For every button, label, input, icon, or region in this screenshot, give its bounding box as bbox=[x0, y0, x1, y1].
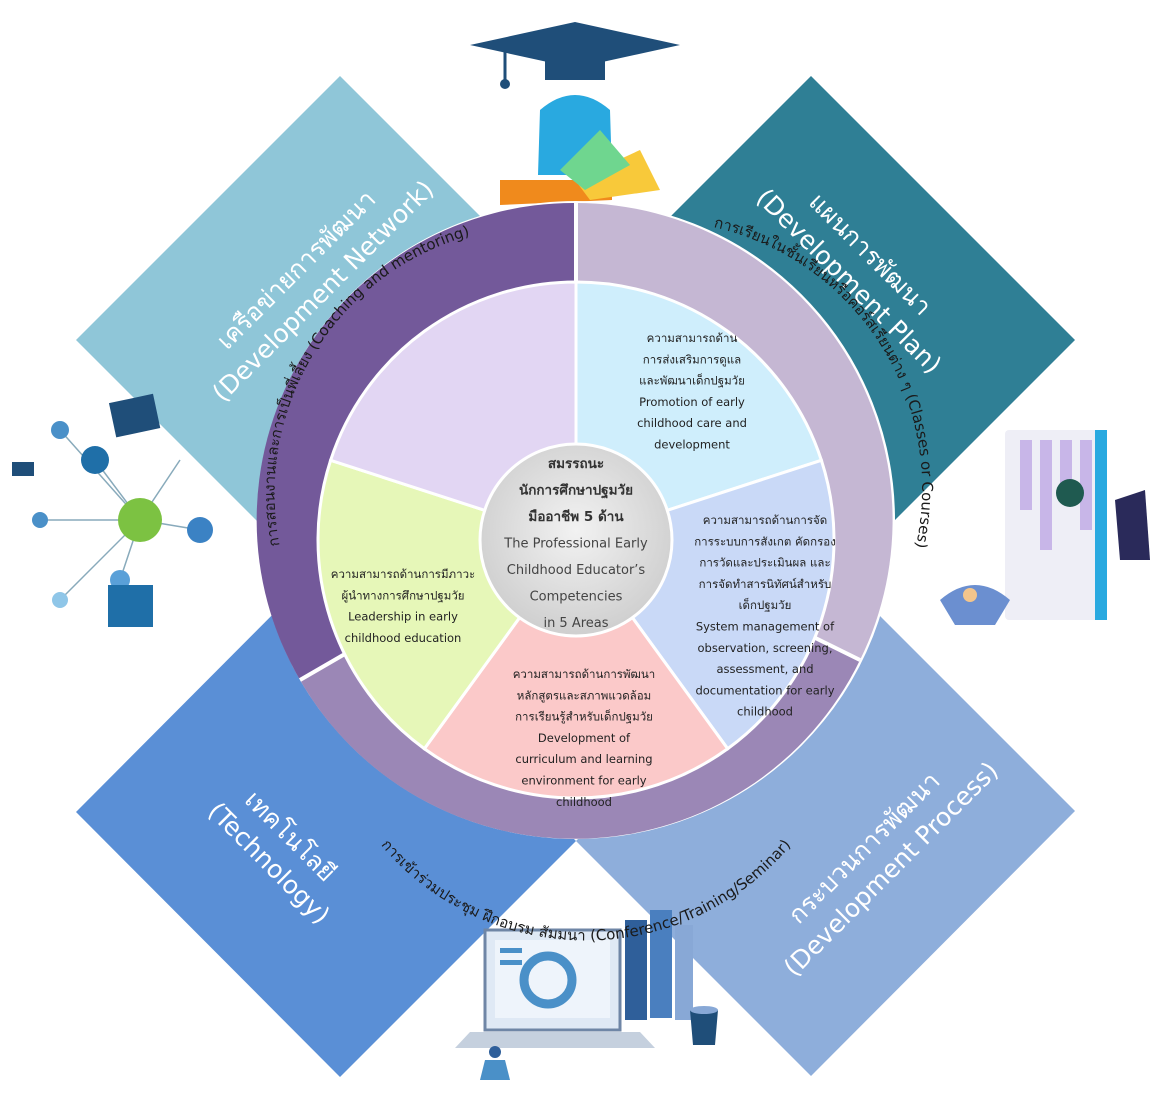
sector-line: System management of bbox=[696, 620, 835, 634]
center-circle: สมรรถนะนักการศึกษาปฐมวัยมืออาชีพ 5 ด้าน T… bbox=[478, 442, 674, 638]
sector-line: observation, screening, bbox=[698, 641, 833, 655]
sector-line: การจัดทำสารนิทัศน์สำหรับ bbox=[699, 577, 832, 591]
network-icon bbox=[12, 393, 213, 627]
center-line: สมรรถนะ bbox=[548, 456, 604, 472]
presentation-icon bbox=[940, 430, 1150, 625]
sector-line: Leadership in early bbox=[348, 610, 458, 624]
graduation-cap-icon bbox=[470, 22, 680, 205]
sector-line: Promotion of early bbox=[639, 395, 745, 409]
sector-shape bbox=[422, 537, 730, 800]
competency-sector: ความสามารถด้านการจัดการระบบการสังเกต คัด… bbox=[422, 513, 836, 800]
sector-line: ความสามารถด้าน bbox=[647, 331, 738, 345]
center-line: Childhood Educator’s bbox=[507, 563, 646, 578]
sector-label: ความสามารถด้านการส่งเสริมการดูแลและพัฒนา… bbox=[637, 331, 747, 452]
sector-label: ความสามารถด้านการจัดการระบบการสังเกต คัด… bbox=[694, 513, 836, 719]
sector-line: assessment, and bbox=[716, 662, 813, 676]
sector-line: documentation for early bbox=[695, 683, 834, 697]
quadrant-bottom-right: กระบวนการพัฒนา (Development Process) bbox=[576, 576, 1075, 1076]
center-line: in 5 Areas bbox=[543, 616, 608, 631]
sector-line: childhood education bbox=[345, 631, 462, 645]
sector-line: ความสามารถด้านการพัฒนา bbox=[513, 667, 656, 681]
sector-line: curriculum and learning bbox=[515, 752, 652, 766]
sector-line: childhood bbox=[737, 705, 793, 719]
sector-line: environment for early bbox=[521, 774, 646, 788]
svg-text:สมรรถนะนักการศึกษาปฐมวัยมืออาช: สมรรถนะนักการศึกษาปฐมวัยมืออาชีพ 5 ด้าน T… bbox=[503, 456, 648, 631]
center-line: นักการศึกษาปฐมวัย bbox=[519, 483, 633, 500]
sector-line: childhood care and bbox=[637, 416, 747, 430]
sector-line: หลักสูตรและสภาพแวดล้อม bbox=[517, 688, 651, 702]
sector-label: ความสามารถด้านการพัฒนาหลักสูตรและสภาพแวด… bbox=[513, 667, 656, 809]
sector-line: ความสามารถด้านการมีภาวะ bbox=[331, 567, 475, 581]
laptop-icon bbox=[455, 910, 718, 1080]
center-line: The Professional Early bbox=[503, 537, 648, 552]
sector-line: development bbox=[654, 438, 730, 452]
center-line: Competencies bbox=[530, 590, 623, 605]
quadrant-bottom-left: เทคโนโลยี (Technology) bbox=[76, 576, 576, 1077]
sector-label: ความสามารถด้านการมีภาวะผู้นำทางการศึกษาป… bbox=[331, 567, 475, 645]
sector-line: การวัดและประเมินผล และ bbox=[699, 556, 830, 570]
sector-line: เด็กปฐมวัย bbox=[739, 597, 792, 612]
center-line: มืออาชีพ 5 ด้าน bbox=[528, 509, 624, 525]
sector-line: การส่งเสริมการดูแล bbox=[643, 352, 741, 366]
sector-line: ความสามารถด้านการจัด bbox=[703, 513, 827, 527]
sector-line: ผู้นำทางการศึกษาปฐมวัย bbox=[341, 588, 464, 602]
sector-line: การเรียนรู้สำหรับเด็กปฐมวัย bbox=[515, 709, 653, 724]
sector-line: การระบบการสังเกต คัดกรอง bbox=[694, 534, 836, 548]
sector-line: และพัฒนาเด็กปฐมวัย bbox=[639, 373, 745, 388]
sector-line: Development of bbox=[538, 731, 631, 745]
sector-line: childhood bbox=[556, 795, 612, 809]
